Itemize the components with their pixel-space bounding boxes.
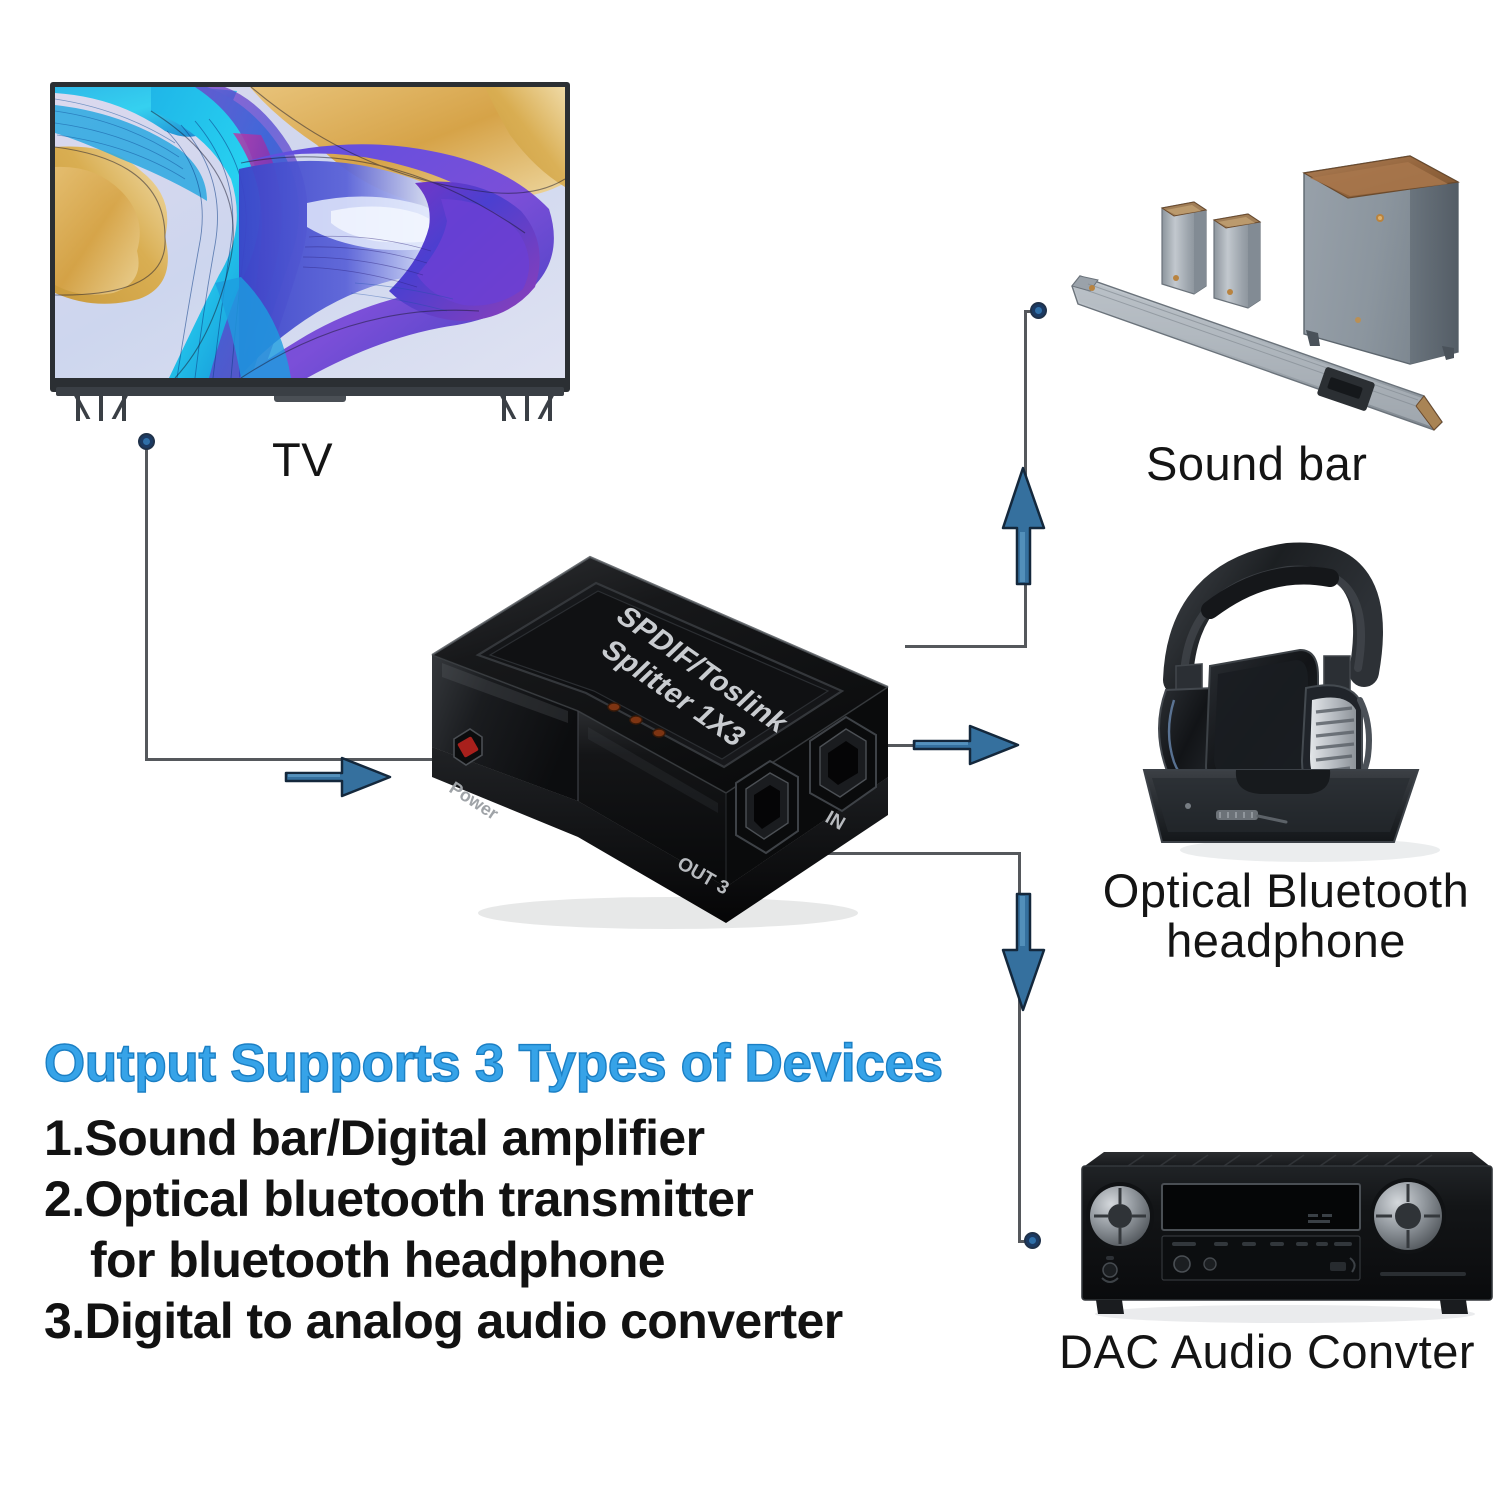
label-tv: TV xyxy=(272,433,334,486)
node-dot-tv xyxy=(138,433,155,450)
tv-center-foot xyxy=(274,392,346,402)
label-optical-bluetooth-headphone: Optical Bluetooth headphone xyxy=(1076,866,1496,966)
node-dot-soundbar xyxy=(1030,302,1047,319)
label-dac-audio-converter: DAC Audio Convter xyxy=(1059,1325,1476,1378)
tv-device xyxy=(50,82,570,422)
label-sound-bar: Sound bar xyxy=(1146,437,1368,490)
receiver-right-knob xyxy=(1370,1178,1446,1254)
feature-item-1: 1.Sound bar/Digital amplifier xyxy=(44,1109,705,1166)
arrow-tv-to-splitter xyxy=(284,748,394,806)
arrow-splitter-to-dac xyxy=(996,890,1052,1012)
feature-item-3: 3.Digital to analog audio converter xyxy=(44,1292,843,1349)
tv-screen xyxy=(55,87,565,378)
feature-item-2-continued: for bluetooth headphone xyxy=(90,1231,666,1288)
wire-soundbar-horizontal xyxy=(905,645,1027,648)
tv-bezel xyxy=(50,82,570,392)
subwoofer xyxy=(1302,155,1460,365)
splitter-port-in xyxy=(809,715,877,813)
node-dot-dac xyxy=(1024,1232,1041,1249)
optical-bluetooth-headphone-device xyxy=(1118,538,1500,863)
wire-tv-horizontal xyxy=(145,758,475,761)
wire-tv-vertical xyxy=(145,441,148,761)
tv-bottom-bar xyxy=(56,387,564,396)
splitter-port-out xyxy=(735,759,799,855)
tv-leg-left xyxy=(76,395,126,421)
feature-heading: Output Supports 3 Types of Devices xyxy=(43,1034,944,1093)
feature-item-2: 2.Optical bluetooth transmitter xyxy=(44,1170,754,1227)
sound-bar-unit xyxy=(1071,275,1443,431)
arrow-splitter-to-headphone xyxy=(912,716,1022,774)
sound-bar-system xyxy=(1058,138,1500,438)
spdif-toslink-splitter-device: SPDIF/Toslink Splitter 1X3 xyxy=(418,515,918,935)
tv-leg-right xyxy=(502,395,552,421)
splitter-power-port xyxy=(453,728,483,766)
arrow-splitter-to-soundbar xyxy=(996,466,1052,588)
wire-dac-vertical xyxy=(1018,852,1021,1242)
feature-text-block: Output Supports 3 Types of Devices 1.Sou… xyxy=(43,1034,994,1352)
wire-dac-horizontal-top xyxy=(820,852,1020,855)
dac-audio-converter-device xyxy=(1068,1138,1500,1323)
label-headphone-line1: Optical Bluetooth xyxy=(1102,864,1470,917)
tower-speaker-right xyxy=(1212,213,1262,309)
tower-speaker-left xyxy=(1160,201,1208,295)
label-headphone-line2: headphone xyxy=(1166,913,1406,967)
receiver-left-knob xyxy=(1086,1182,1154,1250)
splitter-led-group xyxy=(607,702,666,738)
